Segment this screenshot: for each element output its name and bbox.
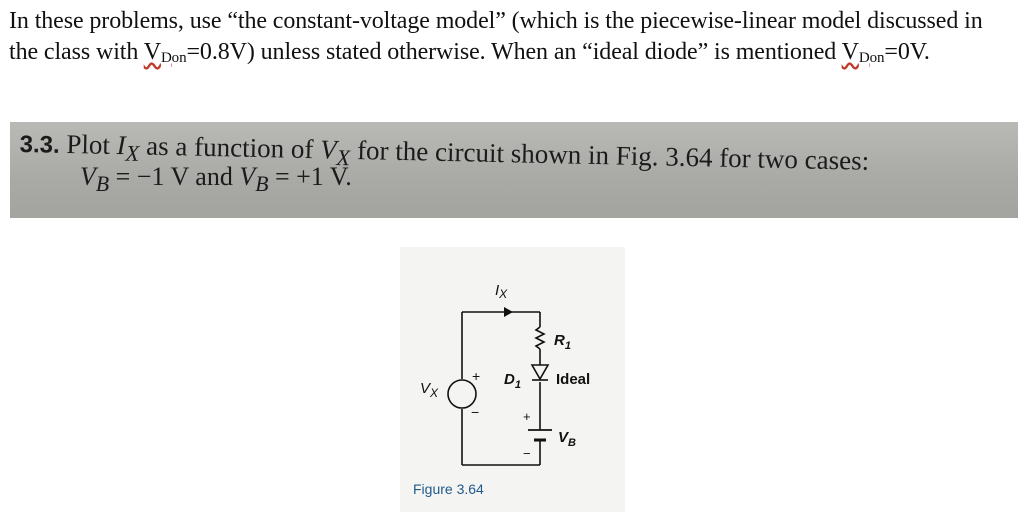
resistor-r1 — [534, 326, 546, 350]
vx-minus-sign: − — [471, 404, 479, 420]
vx-label: VX — [420, 380, 439, 400]
voltage-source-vx — [447, 379, 477, 409]
current-arrow — [504, 307, 513, 317]
circuit-diagram: IX R1 D1 Ideal VX + − + − VB — [420, 282, 590, 466]
vb-plus-sign: + — [523, 409, 531, 424]
vdon-term-2: VDon — [841, 39, 885, 66]
intro-text-3: =0V. — [884, 39, 930, 65]
ix-symbol: IX — [116, 130, 140, 166]
d1-label: D1 — [504, 371, 521, 391]
vx-plus-sign: + — [472, 368, 480, 384]
r1-label: R1 — [554, 332, 571, 352]
intro-text-2: =0.8V) unless stated otherwise. When an … — [186, 39, 842, 65]
vb-minus-sign: − — [523, 446, 531, 461]
problem-statement-line-2: VB = −1 V and VB = +1 V. — [80, 162, 352, 197]
figure-caption: Figure 3.64 — [413, 481, 484, 497]
problem-photo-strip: 3.3. Plot IX as a function of VX for the… — [10, 122, 1018, 218]
problem-number: 3.3. — [19, 130, 60, 159]
intro-paragraph: In these problems, use “the constant-vol… — [9, 6, 1014, 74]
vx-symbol: VX — [319, 134, 351, 171]
ideal-label: Ideal — [556, 371, 590, 388]
circuit-figure: IX R1 D1 Ideal VX + − + − VB Figure 3.64 — [400, 247, 625, 512]
intro-text-1: In these problems, use “the constant-vol… — [9, 8, 983, 65]
vb-label: VB — [558, 429, 576, 449]
vdon-term: VDon — [143, 39, 187, 66]
diode-d1 — [530, 364, 550, 381]
ix-label: IX — [495, 282, 508, 301]
